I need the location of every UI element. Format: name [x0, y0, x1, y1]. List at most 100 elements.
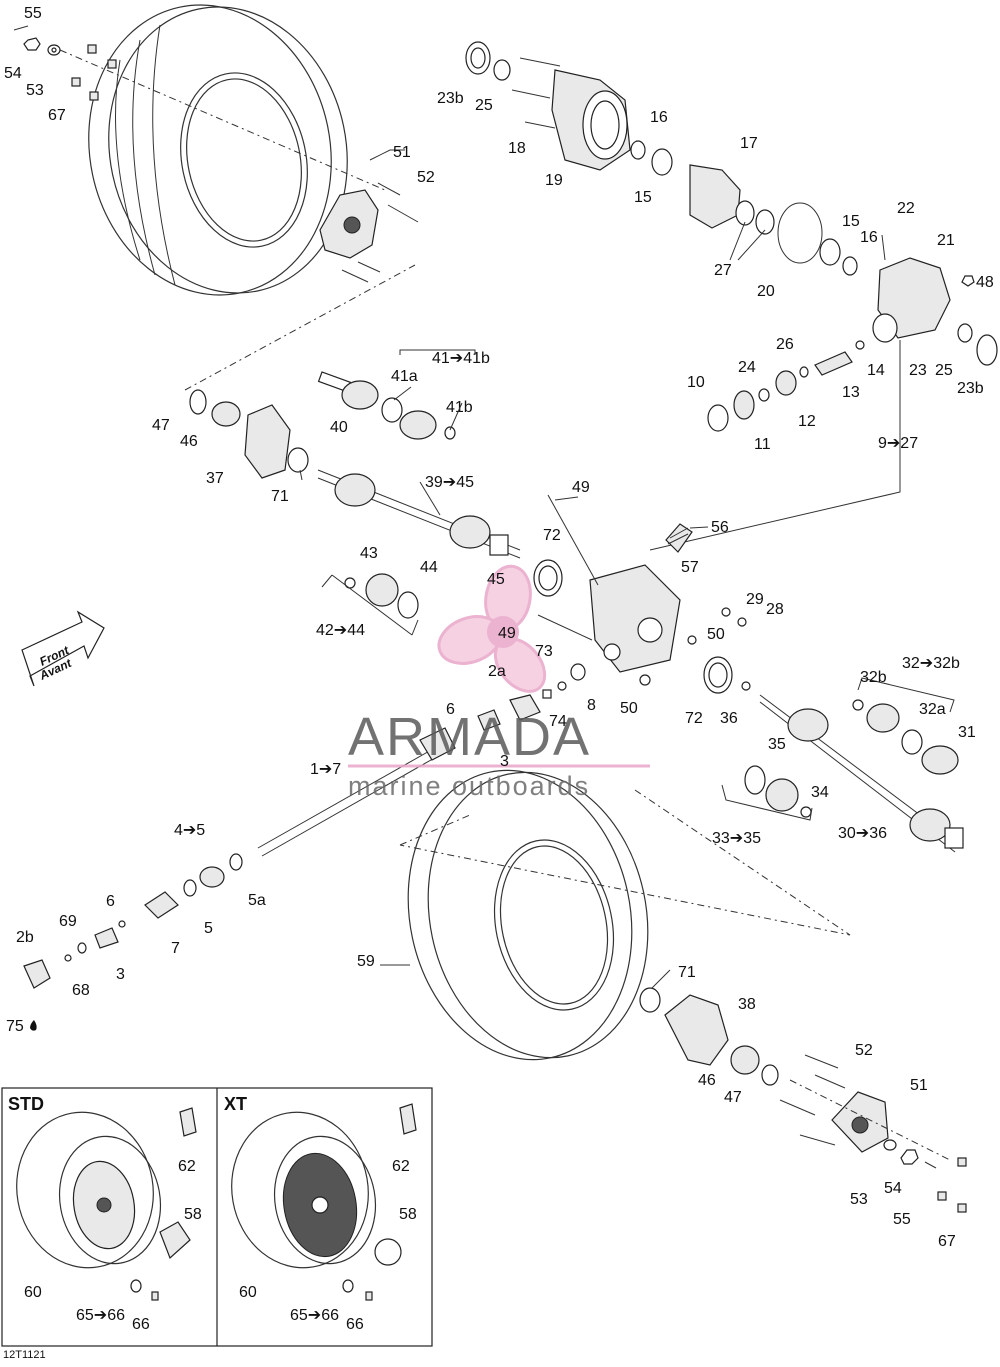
rear-tire-bottom [407, 769, 649, 1061]
callout-16: 16 [650, 109, 668, 126]
callout-15: 15 [634, 189, 652, 206]
callout-37: 37 [206, 470, 224, 487]
callout-6: 6 [446, 701, 455, 718]
callout-73: 73 [535, 643, 553, 660]
callout-27: 27 [714, 262, 732, 279]
callout-5a: 5a [248, 892, 266, 909]
callout-41-41b: 41➔41b [432, 350, 490, 367]
std-wheel-icon [16, 1111, 162, 1269]
callout-51: 51 [393, 144, 411, 161]
callout-51b: 51 [910, 1077, 928, 1094]
callout-20: 20 [757, 283, 775, 300]
callout-68: 68 [72, 982, 90, 999]
cv-joint-upper [317, 371, 456, 440]
callout-12: 12 [798, 413, 816, 430]
callout-66: 66 [132, 1316, 150, 1333]
callout-62b: 62 [392, 1158, 410, 1175]
xt-wheel-icon [231, 1111, 377, 1269]
callout-56: 56 [711, 519, 729, 536]
callout-71b: 71 [678, 964, 696, 981]
figure-reference: 12T1121 [3, 1349, 46, 1361]
callout-15b: 15 [842, 213, 860, 230]
axle-shaft-left [317, 469, 521, 559]
pinion-parts [707, 340, 865, 432]
callout-67: 67 [48, 107, 66, 124]
callout-2a: 2a [488, 663, 506, 680]
callout-2b: 2b [16, 929, 34, 946]
callout-9-27: 9➔27 [878, 435, 918, 452]
callout-26: 26 [776, 336, 794, 353]
oil-drop-icon [30, 1020, 37, 1031]
callout-40: 40 [330, 419, 348, 436]
callout-54b: 54 [884, 1180, 902, 1197]
callout-39-45: 39➔45 [425, 474, 474, 491]
callout-71: 71 [271, 488, 289, 505]
callout-22: 22 [897, 200, 915, 217]
rear-tire-top [88, 4, 348, 296]
callout-11: 11 [754, 436, 771, 453]
callout-8: 8 [587, 697, 596, 714]
callout-18: 18 [508, 140, 526, 157]
front-arrow-icon: Front Avant [21, 610, 105, 687]
callout-53b: 53 [850, 1191, 868, 1208]
boot-kit-left [321, 573, 419, 636]
callout-38: 38 [738, 996, 756, 1013]
armada-watermark: ARMADA marine outboards [348, 564, 650, 801]
callout-3: 3 [500, 753, 509, 770]
callout-32b: 32b [860, 669, 887, 686]
callout-52: 52 [417, 169, 435, 186]
callout-44: 44 [420, 559, 438, 576]
callout-23b: 23b [437, 90, 464, 107]
callout-32-32b: 32➔32b [902, 655, 960, 672]
std-panel-title: STD [8, 1094, 44, 1114]
callout-21: 21 [937, 232, 955, 249]
callout-33-35: 33➔35 [712, 830, 761, 847]
callout-41a: 41a [391, 368, 418, 385]
callout-17: 17 [740, 135, 758, 152]
knuckle-right [639, 987, 967, 1213]
callout-42-44: 42➔44 [316, 622, 365, 639]
callout-49: 49 [572, 479, 590, 496]
watermark-brand: ARMADA [348, 707, 591, 767]
callout-45: 45 [487, 571, 505, 588]
callout-72: 72 [543, 527, 561, 544]
callout-49b: 49 [498, 625, 516, 642]
callout-36: 36 [720, 710, 738, 727]
callout-24: 24 [738, 359, 756, 376]
callout-16b: 16 [860, 229, 878, 246]
callout-29: 29 [746, 591, 764, 608]
callout-65-66b: 65➔66 [290, 1307, 339, 1324]
yoke-parts [509, 663, 586, 721]
differential-housing-upper [465, 41, 998, 366]
wheel-nuts-top [13, 25, 117, 101]
callout-31: 31 [958, 724, 976, 741]
callout-55b: 55 [893, 1211, 911, 1228]
axle-shaft-right [721, 677, 964, 853]
callout-4-5: 4➔5 [174, 822, 205, 839]
callout-59: 59 [357, 953, 375, 970]
callout-34: 34 [811, 784, 829, 801]
differential-main [533, 494, 751, 694]
callout-19: 19 [545, 172, 563, 189]
callout-53: 53 [26, 82, 44, 99]
callout-67b: 67 [938, 1233, 956, 1250]
callout-47b: 47 [724, 1089, 742, 1106]
callout-60b: 60 [239, 1284, 257, 1301]
wheel-hub-top [319, 149, 419, 283]
callout-6b: 6 [106, 893, 115, 910]
callout-52b: 52 [855, 1042, 873, 1059]
watermark-tagline: marine outboards [348, 771, 590, 801]
callout-32a: 32a [919, 701, 946, 718]
callout-58b: 58 [399, 1206, 417, 1223]
wheel-options-panel: STD XT [1, 1087, 433, 1347]
callout-62: 62 [178, 1158, 196, 1175]
callout-66b: 66 [346, 1316, 364, 1333]
callout-60: 60 [24, 1284, 42, 1301]
callout-75: 75 [6, 1018, 24, 1035]
callout-65-66: 65➔66 [76, 1307, 125, 1324]
callout-50: 50 [707, 626, 725, 643]
knuckle-left [189, 389, 309, 479]
callout-5: 5 [204, 920, 213, 937]
callout-41b: 41b [446, 399, 473, 416]
